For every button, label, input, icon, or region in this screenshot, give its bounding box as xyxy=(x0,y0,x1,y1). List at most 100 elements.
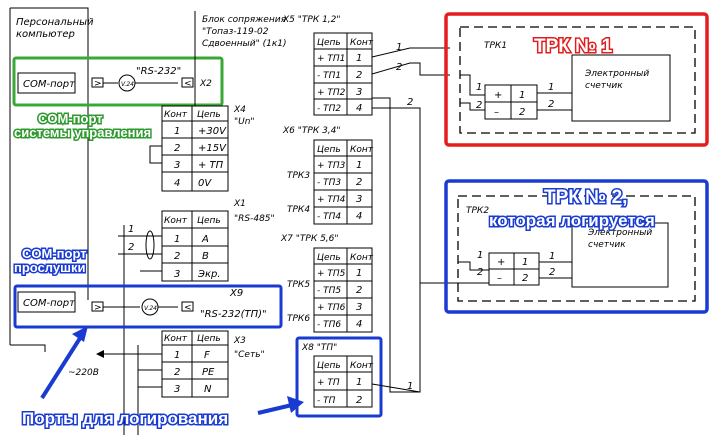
trk2-counter-line1: Электронный xyxy=(587,228,652,238)
trk2-out2: 2 xyxy=(549,267,555,278)
logging-ports-annotation: Порты для логирования xyxy=(22,409,228,428)
trk1-highlight xyxy=(444,12,709,147)
x3-r3-k: 3 xyxy=(174,384,180,395)
x7-r1-c: + ТП5 xyxy=(317,269,346,279)
x4-r2-k: 2 xyxy=(174,143,180,154)
connector-x6: X6 "ТРК 3,4" Цепь Конт + ТП3 1 - ТП3 2 +… xyxy=(282,126,374,225)
svg-text:V.24: V.24 xyxy=(121,81,134,88)
trk2-minus: – xyxy=(497,273,502,284)
connector-x1: X1 "RS-485" Конт Цепь 1 A 2 B 3 Экр. 1 2 xyxy=(118,199,275,435)
x8-hdr-cep: Цепь xyxy=(317,361,341,371)
pc-block: Персональный компьютер xyxy=(9,7,94,352)
trk1-annotation: ТРК № 1 xyxy=(534,36,613,57)
trk2-unit: ТРК2 + – 1 2 1 2 1 2 Электронный счетчик xyxy=(420,195,696,302)
connector-x3: X3 "Сеть" Конт Цепь 1 F 2 PE 3 N ~220В xyxy=(68,330,265,435)
conn-x9-label: X9 xyxy=(229,288,243,299)
x1-r3-c: Экр. xyxy=(197,269,221,280)
x8-hdr-kont: Конт xyxy=(350,361,374,371)
x4-r1-k: 1 xyxy=(174,126,180,137)
trk1-pin2: 2 xyxy=(519,107,525,118)
com-port-listen-label: СОМ-порт xyxy=(23,298,76,309)
x3-hdr-cep: Цепь xyxy=(197,334,221,344)
x3-r3-c: N xyxy=(204,384,212,395)
trk1-name: ТРК1 xyxy=(484,41,507,51)
annotation-arrows xyxy=(40,326,304,415)
com-control-annotation-line2: системы управления xyxy=(14,125,151,140)
x6-r1-c: + ТП3 xyxy=(317,161,346,171)
x4-r2-c: +15V xyxy=(198,143,227,154)
trk2-highlight xyxy=(444,179,709,314)
block-title-line2: "Топаз-119-02 xyxy=(202,27,269,37)
x8-r2-k: 2 xyxy=(356,395,362,406)
x3-r1-k: 1 xyxy=(174,350,180,361)
x5-r1-c: + ТП1 xyxy=(317,54,345,64)
trk1-pin1: 1 xyxy=(519,90,525,101)
wire-trk1-2: 2 xyxy=(396,62,402,73)
x6-r3-c: + ТП4 xyxy=(317,195,346,205)
svg-text:<: < xyxy=(184,303,192,313)
x7-r1-k: 1 xyxy=(356,268,362,279)
x6-r4-k: 4 xyxy=(356,211,362,222)
x4-r1-c: +30V xyxy=(198,126,227,137)
com-port-control: СОМ-порт > V.24 < "RS-232" X2 xyxy=(17,66,212,94)
trk1-plus: + xyxy=(494,90,502,101)
x8-r1-k: 1 xyxy=(356,377,362,388)
x7-r3-c: + ТП6 xyxy=(317,303,346,313)
svg-text:<: < xyxy=(184,79,192,89)
trk2-in1: 1 xyxy=(477,250,483,261)
com-listen-annotation-line2: прослушки xyxy=(14,260,85,275)
wiring xyxy=(371,47,462,393)
x4-r3-c: + ТП xyxy=(198,160,224,171)
x3-id: X3 xyxy=(233,336,246,346)
trk2-in2: 2 xyxy=(477,267,483,278)
pc-title-line1: Персональный xyxy=(16,17,94,28)
trk1-counter-line1: Электронный xyxy=(584,69,649,79)
link-main-label: "RS-232" xyxy=(136,66,181,77)
x8-r1-c: + ТП xyxy=(317,378,340,388)
link-listen-label: "RS-232(ТП)" xyxy=(200,309,267,320)
x6-title: X6 "ТРК 3,4" xyxy=(282,126,341,136)
x6-hdr-kont: Конт xyxy=(350,145,374,155)
x7-r4-k: 4 xyxy=(356,319,362,330)
x3-r2-c: PE xyxy=(202,367,215,378)
com-control-annotation-line1: COM-порт xyxy=(38,111,103,126)
x7-r2-c: - ТП5 xyxy=(317,286,341,296)
connector-x4: X4 "Un" Конт Цепь 1 +30V 2 +15V 3 + ТП 4… xyxy=(149,105,255,192)
rs485-wire1: 1 xyxy=(128,224,134,235)
x5-r4-k: 4 xyxy=(356,103,362,114)
trk2-pin2: 2 xyxy=(522,273,528,284)
trk2-annotation-line2: которая логируется xyxy=(489,211,655,230)
trk6-label: ТРК6 xyxy=(287,314,310,324)
block-title-line1: Блок сопряжения xyxy=(202,15,287,25)
trk1-minus: – xyxy=(494,107,499,118)
x5-r2-k: 2 xyxy=(356,70,362,81)
wire-x5-2: 2 xyxy=(407,97,413,108)
trk3-label: ТРК3 xyxy=(287,171,310,181)
trk4-label: ТРК4 xyxy=(287,205,310,215)
x7-title: X7 "ТРК 5,6" xyxy=(280,234,339,244)
trk1-counter-line2: счетчик xyxy=(585,81,623,91)
x5-hdr-cep: Цепь xyxy=(317,38,341,48)
x7-r3-k: 3 xyxy=(356,302,362,313)
x5-title: X5 "ТРК 1,2" xyxy=(282,15,341,25)
svg-text:>: > xyxy=(94,79,102,89)
wire-x8-1: 1 xyxy=(407,381,413,392)
x1-hdr-kont: Конт xyxy=(164,216,188,226)
x6-r1-k: 1 xyxy=(356,160,362,171)
x7-hdr-kont: Конт xyxy=(350,253,374,263)
connector-x5: X5 "ТРК 1,2" Цепь Конт + ТП1 1 - ТП1 2 +… xyxy=(282,15,374,116)
x1-r1-c: A xyxy=(201,234,209,245)
x8-highlight xyxy=(295,336,383,418)
block-title-line3: Сдвоенный" (1к1) xyxy=(202,39,287,49)
conn-x2-label: X2 xyxy=(199,79,212,89)
x7-r2-k: 2 xyxy=(356,285,362,296)
x1-r2-c: B xyxy=(202,251,209,262)
com-listen-highlight xyxy=(13,284,283,329)
trk2-counter-line2: счетчик xyxy=(588,240,626,250)
x3-r2-k: 2 xyxy=(174,367,180,378)
com-listen-annotation-line1: COM-порт xyxy=(22,246,87,261)
trk2-pin1: 1 xyxy=(522,257,528,268)
x4-name: "Un" xyxy=(234,117,255,127)
x1-r2-k: 2 xyxy=(174,251,180,262)
x7-hdr-cep: Цепь xyxy=(317,253,341,263)
